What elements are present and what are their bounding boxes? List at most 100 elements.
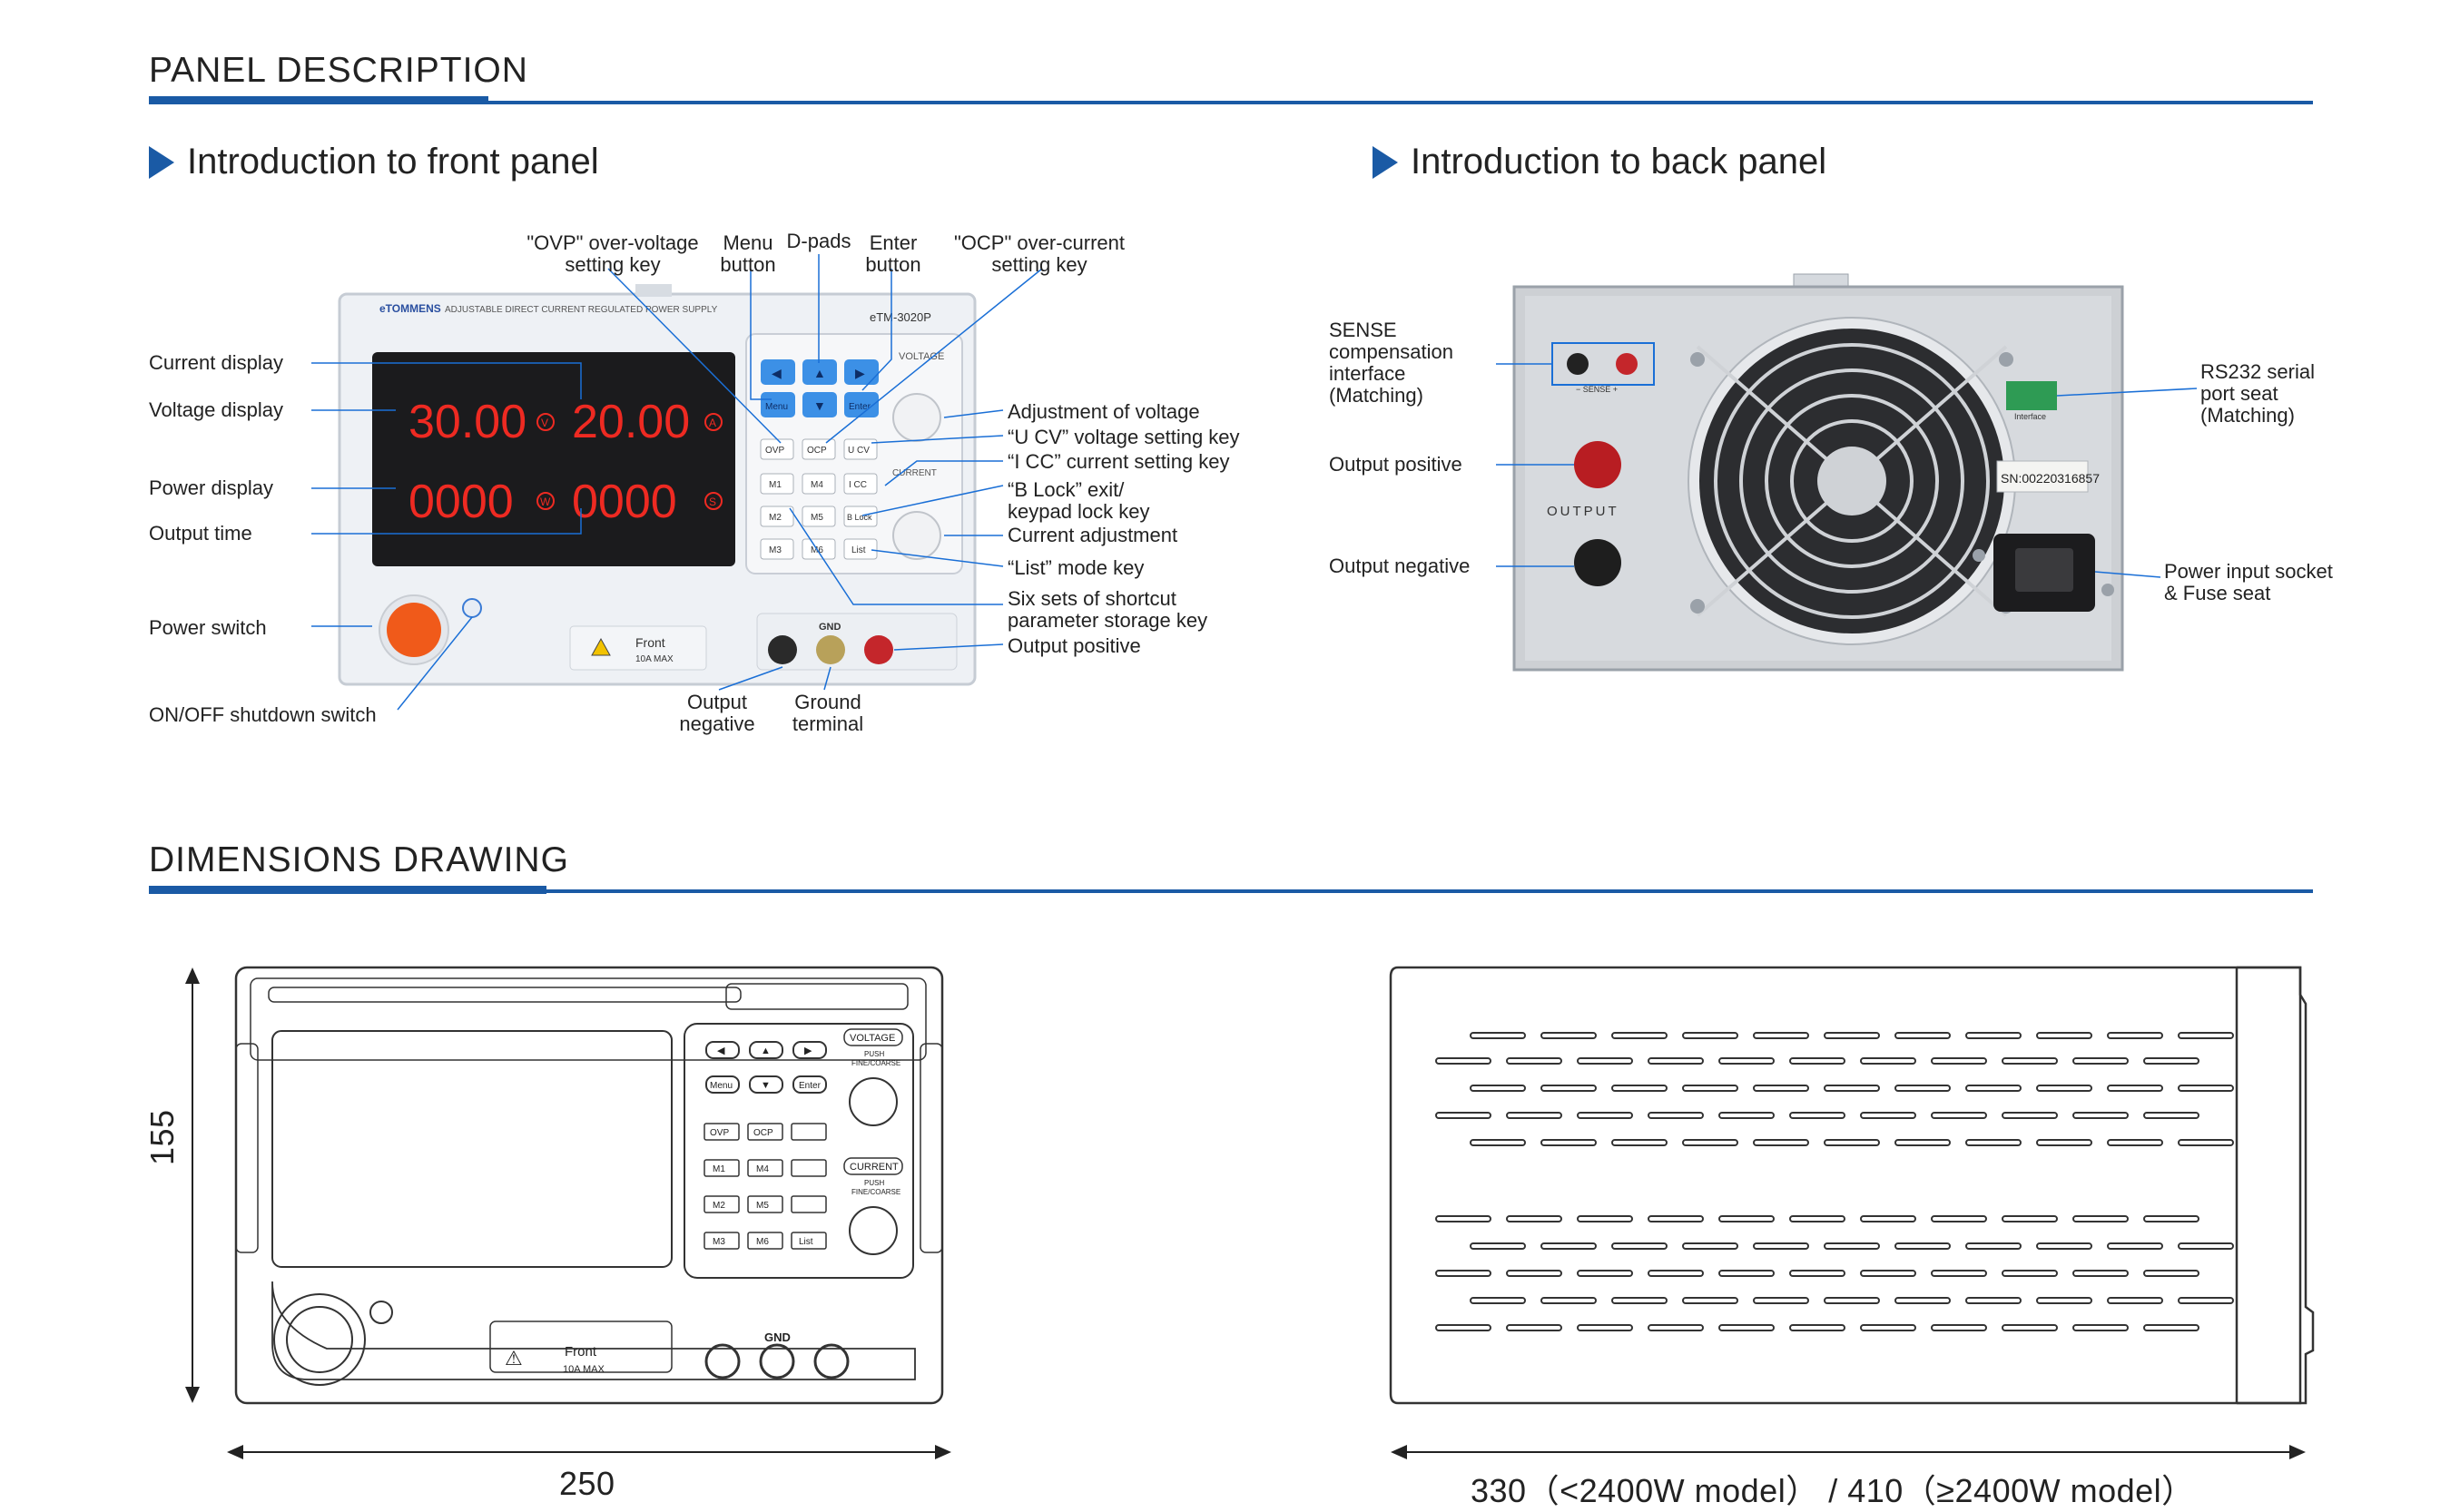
vent-slot: [1965, 1297, 2022, 1304]
voltage-knob-label: VOLTAGE: [899, 351, 944, 362]
label-block: “B Lock” exit/ keypad lock key: [1008, 479, 1150, 523]
dimension-depth: 330（<2400W model） / 410（≥2400W model）: [1471, 1472, 2195, 1509]
vent-slot: [1824, 1032, 1880, 1039]
label-list: “List” mode key: [1008, 556, 1145, 579]
vent-slot: [1577, 1215, 1633, 1222]
vent-slot: [1611, 1297, 1668, 1304]
vent-slot: [1506, 1324, 1562, 1331]
svg-text:▶: ▶: [855, 366, 865, 380]
vent-slot: [1611, 1032, 1668, 1039]
vent-slot: [1540, 1297, 1597, 1304]
menu-key: Menu: [765, 402, 788, 412]
vent-slot: [1860, 1270, 1916, 1277]
svg-text:▲: ▲: [761, 1046, 771, 1056]
section-rule-accent: [149, 96, 488, 104]
vent-slot: [2178, 1085, 2234, 1092]
section-title-panel-description: PANEL DESCRIPTION: [149, 51, 528, 90]
vent-slot: [1506, 1112, 1562, 1119]
triangle-bullet-icon: [149, 145, 174, 179]
vent-slot: [1789, 1270, 1845, 1277]
vent-slot: [1435, 1324, 1491, 1331]
svg-text:M3: M3: [713, 1237, 725, 1247]
terminal-ground: [816, 635, 845, 664]
vent-slot: [1648, 1112, 1704, 1119]
svg-text:Interface: Interface: [2014, 412, 2046, 421]
vent-slot: [1648, 1270, 1704, 1277]
vent-slot: [1540, 1032, 1597, 1039]
svg-text:M1: M1: [769, 480, 782, 490]
vent-slot: [1577, 1324, 1633, 1331]
label-power-input: Power input socket & Fuse seat: [2164, 561, 2333, 604]
triangle-bullet-icon: [1373, 145, 1398, 179]
vent-slot: [1965, 1139, 2022, 1146]
front-panel-title: Introduction to front panel: [187, 142, 599, 182]
vent-slot: [1860, 1057, 1916, 1065]
vent-slot: [2072, 1270, 2129, 1277]
vent-slot: [1470, 1032, 1526, 1039]
section-rule-accent: [149, 886, 546, 894]
vent-slot: [2036, 1139, 2092, 1146]
label-rs232-line3: (Matching): [2200, 404, 2295, 427]
label-sense-line3: interface: [1329, 362, 1406, 385]
label-gnd-line1: Ground: [794, 691, 861, 713]
vent-slot: [1648, 1057, 1704, 1065]
vent-slot: [1611, 1085, 1668, 1092]
svg-text:⚠: ⚠: [505, 1347, 523, 1370]
vent-slot: [1470, 1085, 1526, 1092]
vent-slot: [2036, 1297, 2092, 1304]
vent-slot: [1931, 1215, 1987, 1222]
front-leader-lines: [311, 254, 1043, 711]
front-outline-drawing: [234, 966, 944, 1405]
vent-slot: [1435, 1057, 1491, 1065]
svg-text:M3: M3: [769, 545, 782, 555]
vent-slot: [1682, 1242, 1738, 1250]
time-reading: 0000: [572, 476, 677, 528]
svg-text:SN:00220316857: SN:00220316857: [2001, 471, 2100, 486]
dimension-height: 155: [143, 1109, 181, 1165]
vent-slot: [1965, 1242, 2022, 1250]
svg-text:◀: ◀: [717, 1046, 725, 1056]
vent-slot: [1718, 1270, 1775, 1277]
power-reading: 0000: [408, 476, 514, 528]
current-reading: 20.00: [572, 396, 690, 448]
label-out-neg-line1: Output: [686, 691, 748, 713]
vent-slot: [1682, 1085, 1738, 1092]
vent-slot: [2002, 1112, 2058, 1119]
vent-slot: [2002, 1324, 2058, 1331]
label-output-positive-front: Output positive: [1008, 634, 1141, 657]
svg-text:M4: M4: [756, 1164, 769, 1174]
vent-slot: [1789, 1057, 1845, 1065]
label-menu-line2: button: [720, 253, 776, 276]
vent-slot: [1860, 1215, 1916, 1222]
vent-slot: [2143, 1057, 2199, 1065]
vent-slot: [2143, 1324, 2199, 1331]
svg-text:M5: M5: [756, 1201, 769, 1211]
label-output-positive-back: Output positive: [1329, 453, 1462, 476]
label-rs232-line1: RS232 serial: [2200, 360, 2315, 383]
vent-slot: [1577, 1112, 1633, 1119]
power-switch: [387, 603, 441, 657]
label-ocp-line1: "OCP" over-current: [954, 231, 1125, 254]
svg-text:OCP: OCP: [807, 446, 827, 456]
vent-slot: [1894, 1032, 1951, 1039]
side-outline-drawing: [1389, 966, 2315, 1405]
section-rule: [149, 889, 2313, 893]
vent-slot: [1540, 1085, 1597, 1092]
unit-v: V: [541, 417, 548, 429]
vent-slot: [1753, 1032, 1809, 1039]
vent-slot: [1611, 1139, 1668, 1146]
vent-slot: [2178, 1139, 2234, 1146]
label-output-negative-back: Output negative: [1329, 555, 1471, 577]
dimension-width: 250: [559, 1465, 615, 1502]
label-sense-line1: SENSE: [1329, 319, 1397, 341]
svg-text:GND: GND: [764, 1330, 791, 1344]
vent-slot: [1682, 1032, 1738, 1039]
svg-text:◀: ◀: [772, 366, 782, 380]
back-panel-title: Introduction to back panel: [1411, 142, 1827, 182]
label-block-line1: “B Lock” exit/: [1008, 478, 1125, 501]
vent-slot: [1931, 1057, 1987, 1065]
vent-slot: [2072, 1112, 2129, 1119]
vent-slot: [1894, 1085, 1951, 1092]
